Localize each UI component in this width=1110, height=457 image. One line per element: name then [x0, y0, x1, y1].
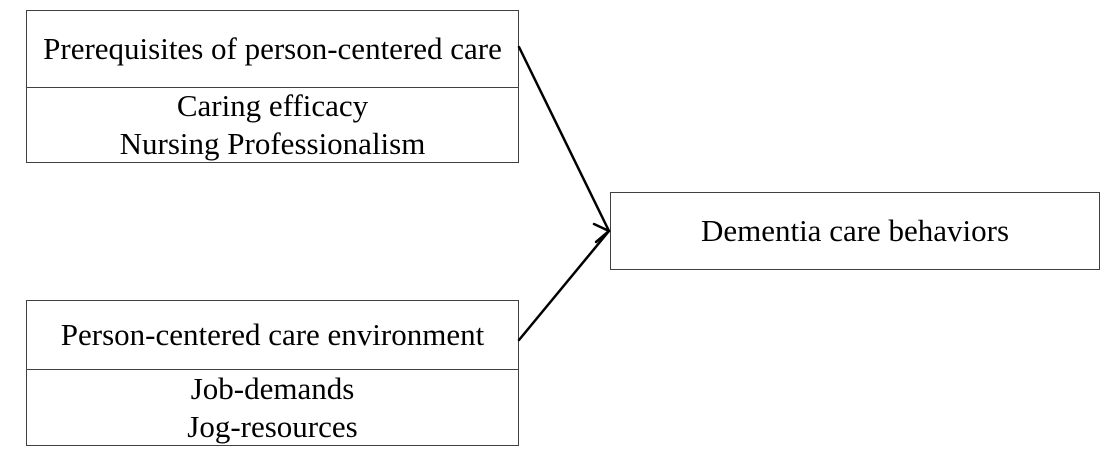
outcome-box: Dementia care behaviors — [610, 192, 1100, 270]
prerequisites-divider — [27, 87, 518, 88]
environment-box: Person-centered care environment Job-dem… — [26, 300, 519, 446]
prerequisites-title: Prerequisites of person-centered care — [43, 31, 502, 66]
item-job-demands: Job-demands — [190, 370, 355, 406]
arrow-prerequisites-to-outcome — [517, 45, 611, 233]
arrow-environment-to-outcome — [517, 229, 611, 342]
item-nursing-professionalism: Nursing Professionalism — [119, 126, 426, 161]
outcome-title: Dementia care behaviors — [700, 213, 1010, 248]
arrow-line — [517, 45, 611, 233]
environment-items: Job-demands Jog-resources — [27, 370, 518, 445]
arrowhead-icon — [592, 222, 611, 244]
environment-title: Person-centered care environment — [60, 317, 485, 352]
environment-divider — [27, 369, 518, 370]
arrow-line — [517, 229, 611, 342]
prerequisites-items: Caring efficacy Nursing Professionalism — [27, 88, 518, 162]
item-jog-resources: Jog-resources — [187, 408, 358, 444]
prerequisites-box: Prerequisites of person-centered care Ca… — [26, 10, 519, 163]
item-caring-efficacy: Caring efficacy — [176, 88, 369, 123]
